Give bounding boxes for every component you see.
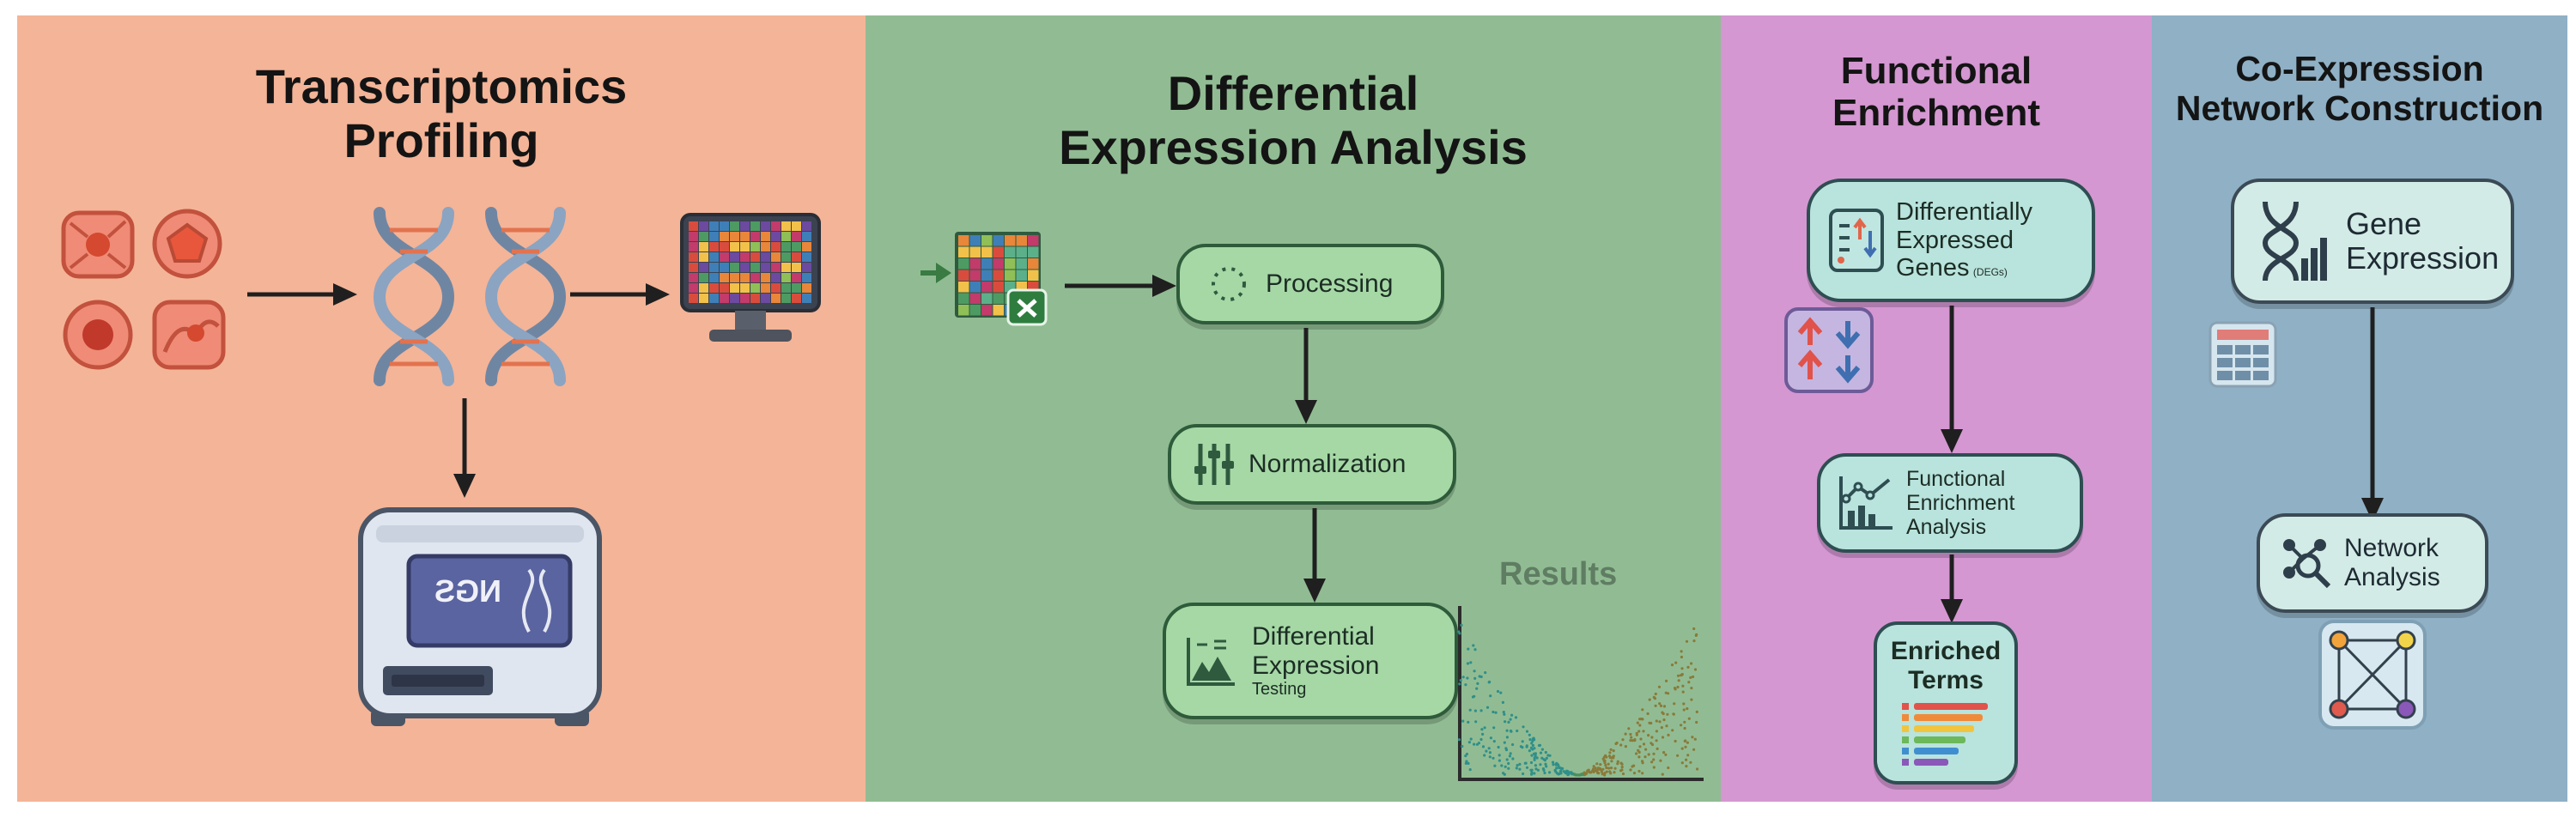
- panel-title: Co-Expression Network Construction: [2175, 49, 2544, 128]
- panel-functional-enrichment: Functional Enrichment Differentially Exp…: [1721, 15, 2152, 802]
- monitor-heatmap-icon: [680, 213, 821, 342]
- arrow-icon: [1941, 554, 1963, 623]
- panel-title: Functional Enrichment: [1832, 50, 2041, 135]
- network-analysis-box: Network Analysis: [2257, 513, 2488, 613]
- sequencer-icon: [358, 507, 602, 726]
- processing-step: Processing: [1176, 244, 1444, 324]
- network-graph-icon: [2318, 620, 2427, 730]
- enriched-terms-box: Enriched Terms: [1874, 621, 2018, 785]
- arrows-up-down-icon: [1784, 307, 1874, 393]
- arrow-icon: [1065, 275, 1176, 297]
- panel-coexpression-network: Co-Expression Network Construction Gene …: [2152, 15, 2567, 802]
- arrow-icon: [570, 283, 670, 306]
- volcano-plot: [1457, 606, 1704, 781]
- panel-title: Transcriptomics Profiling: [255, 59, 628, 167]
- arrows-up-down-icon: [1829, 209, 1884, 272]
- gene-expression-box: Gene Expression: [2231, 179, 2514, 304]
- dna-helix-icon: [373, 207, 567, 386]
- testing-step: Differential Expression Testing: [1163, 603, 1458, 719]
- arrow-icon: [2361, 307, 2384, 522]
- dna-helix-icon: [2262, 201, 2327, 282]
- enrichment-analysis-box: Functional Enrichment Analysis: [1817, 453, 2083, 553]
- dotted-circle-icon: [1212, 267, 1246, 301]
- deg-box: Differentially Expressed Genes (DEGs): [1807, 179, 2095, 302]
- normalization-step: Normalization: [1168, 424, 1456, 505]
- spreadsheet-icon: [920, 232, 1048, 326]
- table-icon: [2208, 321, 2277, 388]
- cell-icon: [61, 209, 226, 370]
- network-search-icon: [2283, 539, 2331, 589]
- arrow-icon: [1295, 328, 1317, 424]
- arrow-icon: [247, 283, 357, 306]
- panel-transcriptomics-profiling: Transcriptomics Profiling: [17, 15, 866, 802]
- sliders-icon: [1194, 444, 1234, 485]
- arrow-icon: [453, 398, 476, 498]
- sequencer-label: NGS: [434, 573, 502, 609]
- results-label: Results: [1499, 556, 1618, 592]
- trend-icon: [1839, 476, 1893, 530]
- bar-list-icon: [1902, 703, 1988, 766]
- arrow-icon: [1303, 508, 1326, 603]
- panel-title: Differential Expression Analysis: [1059, 66, 1528, 174]
- panel-differential-expression: Differential Expression Analysis Process…: [866, 15, 1721, 802]
- chart-icon: [1187, 638, 1235, 686]
- arrow-icon: [1941, 306, 1963, 453]
